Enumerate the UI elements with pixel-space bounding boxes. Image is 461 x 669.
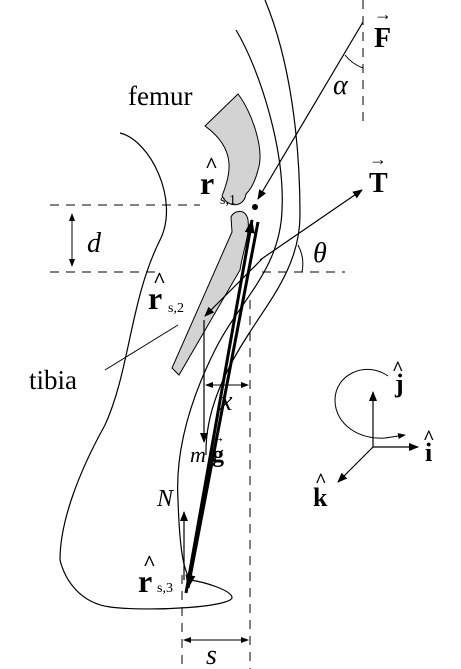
r-s2-label: r: [148, 280, 162, 316]
tibia-bone: [171, 210, 249, 376]
r-s1-label: r: [200, 165, 214, 201]
alpha-label: α: [333, 70, 349, 101]
tension-T-arrow: [259, 189, 363, 261]
r-s1-subscript: s,1: [220, 193, 236, 208]
femur-label: femur: [128, 81, 192, 111]
j-hat: ^: [392, 358, 404, 380]
d-label: d: [87, 228, 102, 259]
theta-label: θ: [313, 238, 327, 269]
reference-dashed-lines: [50, 0, 364, 669]
force-F-vec-arrow: →: [374, 4, 392, 24]
mg-g-vec-arrow: →: [211, 431, 225, 446]
i-hat: ^: [423, 427, 435, 449]
force-F-label: F: [374, 23, 391, 54]
coordinate-axes: [334, 368, 419, 483]
k-axis: [337, 446, 374, 483]
alpha-angle-arc: [344, 54, 364, 69]
tension-T-label: T: [369, 168, 388, 199]
x-label: x: [219, 386, 233, 417]
r-s3-hat: ^: [143, 550, 156, 575]
r-s3-subscript: s,3: [157, 581, 173, 596]
femur-bone: [204, 93, 261, 206]
j-label: j: [394, 369, 404, 398]
leg-outline-front: [205, 0, 301, 456]
r-s2-subscript: s,2: [168, 301, 184, 316]
knee-joint-point: [252, 204, 258, 210]
i-label: i: [425, 438, 432, 467]
leg-outline-back: [59, 29, 283, 610]
k-label: k: [313, 483, 328, 512]
k-hat: ^: [315, 470, 327, 492]
r-s3-to-s1-vector: [184, 219, 255, 594]
s-label: s: [206, 640, 217, 669]
mg-m-label: m: [190, 442, 206, 467]
tension-T-arrow-back: [204, 258, 263, 317]
r-s2-hat: ^: [153, 267, 166, 292]
r-s3-label: r: [138, 563, 152, 599]
r-s1-hat: ^: [205, 152, 218, 177]
normal-N-label: N: [156, 486, 175, 512]
tibia-leader-line: [104, 324, 179, 371]
force-F-arrow: [257, 21, 364, 200]
tension-T-vec-arrow: →: [369, 149, 387, 169]
r-s1-to-s3-vector: [185, 221, 260, 589]
rotation-arrow: [334, 368, 406, 440]
theta-angle-arc: [297, 244, 304, 273]
tibia-label: tibia: [29, 365, 77, 395]
mg-g-label: g: [212, 442, 224, 468]
